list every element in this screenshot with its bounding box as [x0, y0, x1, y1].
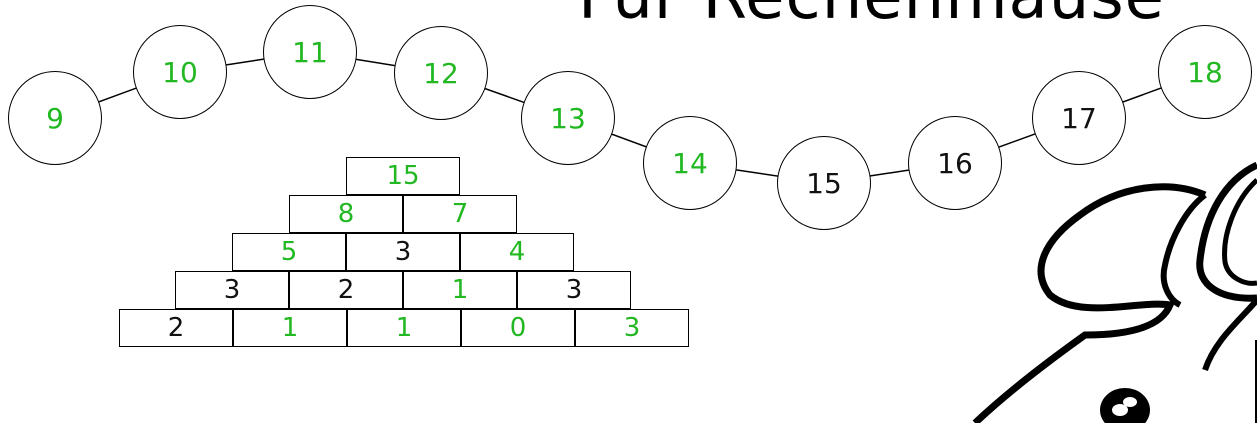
- pyramid-brick: 0: [461, 309, 575, 347]
- chain-bead: 17: [1032, 71, 1126, 165]
- pyramid-brick: 2: [289, 271, 403, 309]
- pyramid-brick: 7: [403, 195, 517, 233]
- pyramid-brick: 2: [119, 309, 233, 347]
- pyramid-brick: 3: [346, 233, 460, 271]
- pyramid-brick: 3: [175, 271, 289, 309]
- pyramid-brick: 3: [575, 309, 689, 347]
- chain-bead: 18: [1158, 25, 1252, 119]
- chain-bead: 15: [777, 136, 871, 230]
- chain-bead: 16: [908, 116, 1002, 210]
- pyramid-brick: 1: [403, 271, 517, 309]
- chain-bead: 9: [8, 71, 102, 165]
- pyramid-brick: 4: [460, 233, 574, 271]
- chain-bead: 14: [643, 116, 737, 210]
- pyramid-brick: 3: [517, 271, 631, 309]
- pyramid-brick: 1: [347, 309, 461, 347]
- chain-bead: 10: [133, 25, 227, 119]
- chain-bead: 11: [263, 5, 357, 99]
- chain-bead: 12: [394, 26, 488, 120]
- pyramid-brick: 1: [233, 309, 347, 347]
- pyramid-brick: 5: [232, 233, 346, 271]
- page-title: Für Rechenmäuse: [578, 0, 1165, 34]
- chain-bead: 13: [521, 71, 615, 165]
- pyramid-brick: 8: [289, 195, 403, 233]
- pyramid-brick: 15: [346, 157, 460, 195]
